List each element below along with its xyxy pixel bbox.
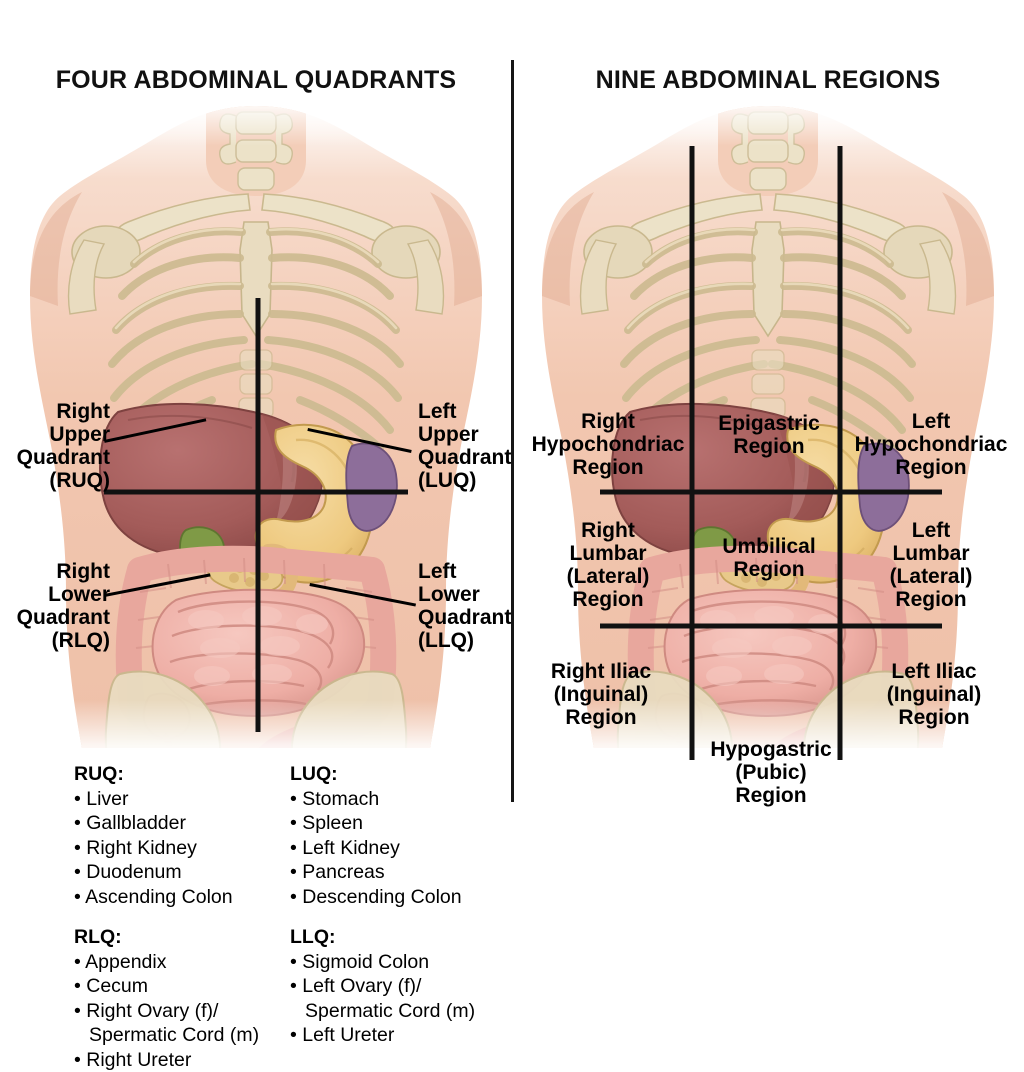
list-item: Descending Colon — [290, 885, 505, 910]
lumbar-spine — [751, 350, 785, 418]
label-right-hypochondriac-region: Right Hypochondriac Region — [530, 410, 686, 479]
list-item: Cecum — [74, 974, 284, 999]
list-item: Ascending Colon — [74, 885, 284, 910]
left-panel-title: FOUR ABDOMINAL QUADRANTS — [0, 66, 512, 95]
list-item-continuation: Spermatic Cord (m) — [290, 999, 505, 1024]
label-left-iliac-region: Left Iliac (Inguinal) Region — [848, 660, 1020, 729]
list-item: Appendix — [74, 950, 284, 975]
list-item: Left Kidney — [290, 836, 505, 861]
list-item: Right Ureter — [74, 1048, 284, 1072]
list-item: Left Ovary (f)/ — [290, 974, 505, 999]
organ-list-ruq-heading: RUQ: — [74, 762, 284, 787]
label-umbilical-region: Umbilical Region — [704, 535, 834, 581]
organ-list-rlq: RLQ: Appendix Cecum Right Ovary (f)/ Spe… — [74, 925, 284, 1072]
organ-list-luq-heading: LUQ: — [290, 762, 505, 787]
list-item: Gallbladder — [74, 811, 284, 836]
label-right-lumbar-region: Right Lumbar (Lateral) Region — [530, 519, 686, 611]
organ-list-luq: LUQ: Stomach Spleen Left Kidney Pancreas… — [290, 762, 505, 909]
organ-list-ruq: RUQ: Liver Gallbladder Right Kidney Duod… — [74, 762, 284, 909]
organ-list-llq: LLQ: Sigmoid Colon Left Ovary (f)/ Sperm… — [290, 925, 505, 1048]
list-item: Sigmoid Colon — [290, 950, 505, 975]
organ-list-column-right: LUQ: Stomach Spleen Left Kidney Pancreas… — [290, 762, 505, 1048]
list-item: Stomach — [290, 787, 505, 812]
anatomy-diagram-canvas: FOUR ABDOMINAL QUADRANTS — [0, 0, 1024, 1024]
label-left-lumbar-region: Left Lumbar (Lateral) Region — [848, 519, 1014, 611]
list-item: Spleen — [290, 811, 505, 836]
list-item: Duodenum — [74, 860, 284, 885]
label-hypogastric-region: Hypogastric (Pubic) Region — [696, 738, 846, 807]
nine-regions-panel: NINE ABDOMINAL REGIONS — [512, 0, 1024, 1024]
organ-list-rlq-heading: RLQ: — [74, 925, 284, 950]
label-right-lower-quadrant: Right Lower Quadrant (RLQ) — [6, 560, 110, 652]
organ-list-column-left: RUQ: Liver Gallbladder Right Kidney Duod… — [74, 762, 284, 1072]
list-item: Pancreas — [290, 860, 505, 885]
list-item: Right Ovary (f)/ — [74, 999, 284, 1024]
label-right-iliac-region: Right Iliac (Inguinal) Region — [516, 660, 686, 729]
list-item: Liver — [74, 787, 284, 812]
list-item: Right Kidney — [74, 836, 284, 861]
label-right-upper-quadrant: Right Upper Quadrant (RUQ) — [6, 400, 110, 492]
list-item: Left Ureter — [290, 1023, 505, 1048]
label-left-upper-quadrant: Left Upper Quadrant (LUQ) — [418, 400, 518, 492]
label-left-lower-quadrant: Left Lower Quadrant (LLQ) — [418, 560, 518, 652]
four-quadrants-panel: FOUR ABDOMINAL QUADRANTS — [0, 0, 512, 1024]
label-epigastric-region: Epigastric Region — [704, 412, 834, 458]
label-left-hypochondriac-region: Left Hypochondriac Region — [848, 410, 1014, 479]
list-item-continuation: Spermatic Cord (m) — [74, 1023, 284, 1048]
sternum — [752, 222, 784, 336]
organ-list-llq-heading: LLQ: — [290, 925, 505, 950]
right-panel-title: NINE ABDOMINAL REGIONS — [512, 66, 1024, 95]
